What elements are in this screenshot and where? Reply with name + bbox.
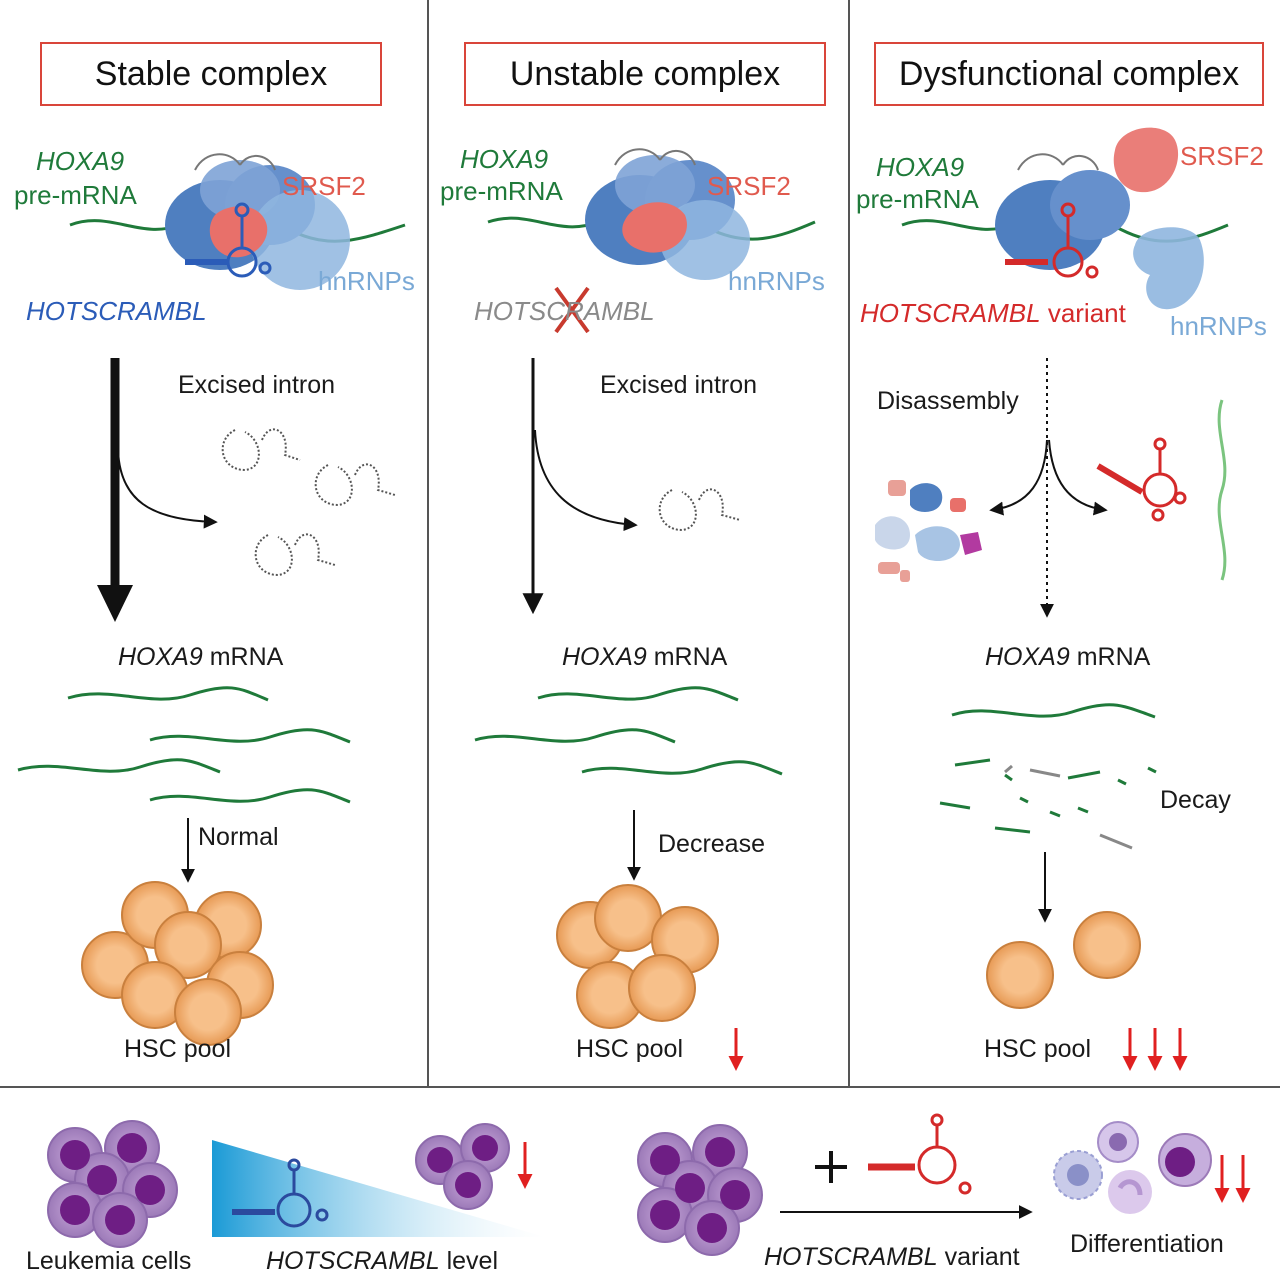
unstable-excised-label: Excised intron	[600, 371, 758, 399]
unstable-branch-arrow	[534, 429, 638, 532]
unstable-intron-loop	[658, 488, 741, 532]
dys-free-variant	[1096, 437, 1187, 522]
dys-branch-left	[989, 439, 1048, 516]
leukemia-cluster-right	[637, 1124, 763, 1256]
dys-premrna-label: pre-mRNA	[856, 184, 979, 214]
dys-decay-fragments	[939, 758, 1157, 850]
stable-hsc-cells	[81, 881, 274, 1046]
dys-disassembly-label: Disassembly	[877, 387, 1019, 415]
stable-premrna-label: pre-mRNA	[14, 180, 137, 210]
unstable-mrna-strands	[474, 686, 783, 776]
dys-srsf2-free	[1113, 127, 1179, 193]
dys-free-premrna	[1217, 399, 1227, 581]
dys-variant-rna	[1005, 202, 1099, 279]
level-word: level	[446, 1247, 499, 1275]
stable-hnrnps-label: hnRNPs	[318, 266, 415, 296]
stable-hotscrambl-label: HOTSCRAMBL	[26, 296, 207, 326]
stable-main-arrowhead	[97, 585, 133, 622]
unstable-hotscrambl-label: HOTSCRAMBL	[474, 296, 655, 326]
dys-variant-label: HOTSCRAMBL variant	[860, 300, 1126, 326]
dys-branch-right	[1048, 439, 1108, 516]
stable-mrna-strands	[17, 686, 351, 804]
down-arrow-icon	[1122, 1028, 1188, 1071]
down-arrow-icon	[1214, 1155, 1251, 1203]
leukemia-label: Leukemia cells	[26, 1247, 192, 1275]
stable-srsf2-label: SRSF2	[282, 171, 366, 201]
stable-excised-label: Excised intron	[178, 371, 336, 399]
stable-mrna-label: HOXA9 mRNA	[118, 645, 283, 670]
unstable-srsf2-label: SRSF2	[707, 171, 791, 201]
hotscrambl-level-wedge	[212, 1140, 545, 1237]
unstable-hnrnps-label: hnRNPs	[728, 266, 825, 296]
stable-mrna-word: mRNA	[209, 643, 284, 671]
unstable-complex	[585, 148, 750, 280]
stable-complex	[165, 153, 350, 290]
panel-title-stable: Stable complex	[40, 42, 382, 106]
differentiated-cells	[1053, 1121, 1212, 1214]
panel-frames	[0, 0, 1280, 1088]
unstable-hsc-cells	[556, 884, 719, 1029]
dys-hnrnps-free	[1133, 227, 1204, 310]
dys-complex	[995, 153, 1130, 270]
bottom-variant-rna	[868, 1113, 972, 1195]
dys-debris	[875, 480, 982, 582]
dys-mrna-strand	[951, 703, 1156, 719]
dys-mrna-word: mRNA	[1076, 643, 1151, 671]
unstable-pool-label: HSC pool	[576, 1035, 683, 1063]
stable-hotscrambl-rna	[185, 202, 272, 278]
unstable-effect-label: Decrease	[658, 830, 765, 858]
stable-pool-label: HSC pool	[124, 1035, 231, 1063]
stable-effect-label: Normal	[198, 823, 279, 851]
stable-intron-loops	[221, 428, 396, 577]
level-label: HOTSCRAMBL level	[266, 1249, 498, 1274]
unstable-premrna-label: pre-mRNA	[440, 176, 563, 206]
cross-icon	[554, 286, 590, 334]
dys-mrna-label: HOXA9 mRNA	[985, 645, 1150, 670]
dys-variant-gene: HOTSCRAMBL	[860, 298, 1041, 328]
stable-mrna-gene: HOXA9	[118, 643, 203, 671]
panel-title-unstable: Unstable complex	[464, 42, 826, 106]
unstable-mrna-word: mRNA	[653, 643, 728, 671]
treatment-word: variant	[944, 1243, 1020, 1271]
dys-pool-label: HSC pool	[984, 1035, 1091, 1063]
dys-hsc-cells	[986, 911, 1141, 1009]
dys-srsf2-label: SRSF2	[1180, 141, 1264, 171]
dys-effect-label: Decay	[1160, 786, 1231, 814]
treatment-label: HOTSCRAMBL variant	[764, 1245, 1020, 1270]
unstable-gene-label: HOXA9	[460, 144, 549, 174]
panel-title-dysfunctional: Dysfunctional complex	[874, 42, 1264, 106]
dys-variant-word: variant	[1047, 298, 1126, 328]
stable-branch-arrow	[117, 449, 218, 529]
leukemia-cluster-small	[415, 1123, 510, 1210]
leukemia-cluster-left	[47, 1120, 178, 1248]
level-gene: HOTSCRAMBL	[266, 1247, 440, 1275]
plus-icon	[815, 1151, 847, 1183]
stable-gene-label: HOXA9	[36, 146, 125, 176]
unstable-mrna-gene: HOXA9	[562, 643, 647, 671]
differentiation-label: Differentiation	[1070, 1230, 1224, 1258]
dys-hnrnps-label: hnRNPs	[1170, 311, 1267, 341]
dys-gene-label: HOXA9	[876, 152, 965, 182]
unstable-mrna-label: HOXA9 mRNA	[562, 645, 727, 670]
level-rna-icon	[232, 1158, 329, 1228]
treatment-gene: HOTSCRAMBL	[764, 1243, 938, 1271]
dys-mrna-gene: HOXA9	[985, 643, 1070, 671]
